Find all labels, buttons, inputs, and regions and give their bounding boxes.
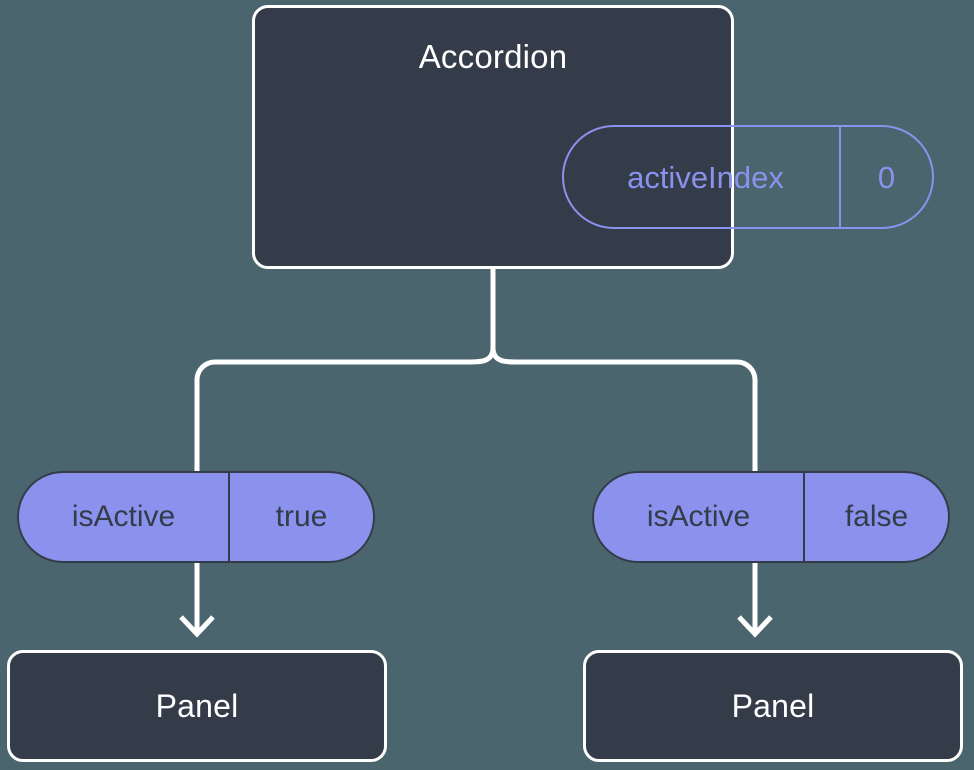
state-pill-active-index[interactable]: activeIndex 0 xyxy=(562,125,934,229)
connector-split-left xyxy=(194,347,496,471)
connector-arrow-left-head xyxy=(179,615,215,638)
prop-pill-is-active-false-value: false xyxy=(844,500,909,533)
node-accordion[interactable]: Accordion activeIndex 0 xyxy=(252,5,934,269)
prop-pill-is-active-true-key: isActive xyxy=(19,473,230,561)
prop-pill-is-active-false[interactable]: isActive false xyxy=(592,471,950,563)
connector-arrow-right-head xyxy=(737,615,773,638)
node-panel-right-title: Panel xyxy=(731,688,815,724)
state-pill-active-index-key: activeIndex xyxy=(564,127,841,227)
node-panel-left[interactable]: Panel xyxy=(7,650,387,762)
state-pill-active-index-value: 0 xyxy=(877,159,896,195)
node-panel-right[interactable]: Panel xyxy=(583,650,963,762)
prop-pill-is-active-false-key: isActive xyxy=(594,473,805,561)
prop-pill-is-active-true-value: true xyxy=(275,500,328,533)
node-panel-left-title: Panel xyxy=(155,688,239,724)
connector-split-right xyxy=(490,347,758,471)
prop-pill-is-active-true[interactable]: isActive true xyxy=(17,471,375,563)
node-accordion-title: Accordion xyxy=(418,38,568,75)
